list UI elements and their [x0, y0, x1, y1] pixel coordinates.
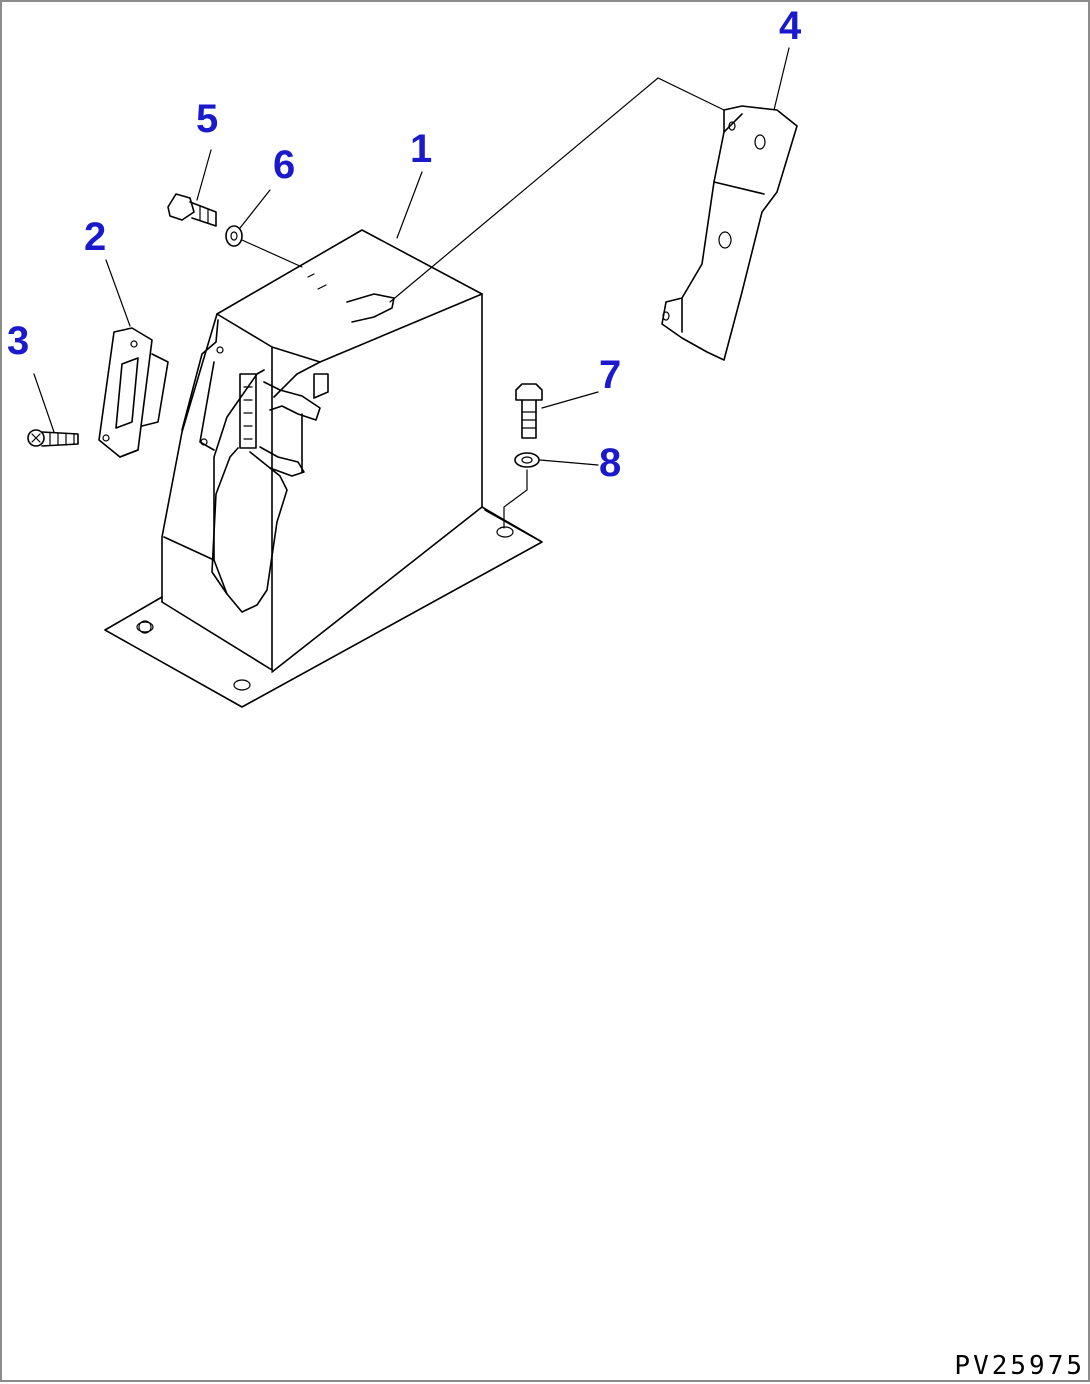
callout-labels: 1 2 3 4 5 6 7 8: [7, 4, 802, 485]
callout-2: 2: [84, 215, 106, 259]
bolt-7-part: [515, 383, 543, 439]
leader-lines: [33, 47, 790, 466]
console-box-part: [104, 229, 543, 708]
callout-6: 6: [273, 143, 295, 187]
callout-7: 7: [599, 353, 621, 397]
bracket-part: [661, 105, 798, 361]
washer-6-part: [225, 225, 243, 247]
washer-8-part: [514, 452, 540, 468]
callout-1: 1: [410, 127, 432, 171]
callout-4: 4: [779, 4, 802, 48]
bolt-5-part: [167, 193, 217, 227]
plate-part: [98, 327, 169, 458]
callout-5: 5: [196, 97, 218, 141]
drawing-reference-code: PV25975: [954, 1351, 1085, 1381]
callout-8: 8: [599, 441, 621, 485]
screw-part: [27, 429, 79, 447]
assembly-lines: [241, 77, 725, 529]
callout-3: 3: [7, 319, 29, 363]
